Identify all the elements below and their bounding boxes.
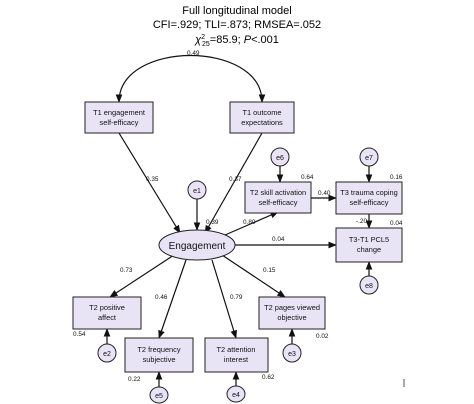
box-t2-frequency-subjective: T2 frequency subjective — [124, 337, 194, 373]
arrow-eng-frequency — [158, 259, 187, 339]
chi-sub: 25 — [202, 41, 210, 48]
chi-sup: 2 — [201, 34, 205, 41]
svg-text:T2 skill activation: T2 skill activation — [250, 188, 306, 197]
coef-skill-trauma: 0.40 — [318, 190, 331, 197]
box-t1-outcome-expectations: T1 outcome expectations — [229, 101, 295, 134]
svg-text:expectations: expectations — [241, 118, 283, 127]
coef-pages-r2: 0.02 — [316, 333, 329, 340]
arrow-t1out-eng — [204, 132, 263, 234]
arrow-eng-attention — [211, 259, 237, 339]
box-t3-trauma-coping: T3 trauma coping self-efficacy — [335, 181, 403, 215]
svg-text:subjective: subjective — [143, 355, 176, 364]
svg-text:interest: interest — [224, 355, 248, 364]
coef-eng-pcl5: 0.04 — [272, 236, 285, 243]
box-t2-pages-viewed: T2 pages viewed objective — [258, 296, 326, 330]
svg-text:self-efficacy: self-efficacy — [259, 198, 298, 207]
coef-pcl5-r2: 0.04 — [390, 220, 403, 227]
coef-eng-attention: 0.79 — [230, 294, 243, 301]
coef-cov-t1: 0.49 — [187, 50, 200, 57]
coef-frequency-r2: 0.22 — [128, 376, 141, 383]
svg-text:T2 attention: T2 attention — [216, 345, 255, 354]
coef-trauma-r2: 0.16 — [390, 174, 403, 181]
arrow-eng-skill — [224, 211, 279, 236]
p-label: P — [244, 34, 252, 46]
box-t2-attention-interest: T2 attention interest — [204, 337, 269, 373]
error-e6: e6 — [270, 147, 290, 167]
coef-eng-frequency: 0.46 — [155, 294, 168, 301]
svg-text:Engagement: Engagement — [169, 241, 226, 252]
coef-t1eff-eng: 0.35 — [146, 176, 159, 183]
svg-text:T3 trauma coping: T3 trauma coping — [340, 188, 398, 197]
title-line-1: Full longitudinal model — [182, 5, 291, 17]
svg-text:e6: e6 — [276, 155, 284, 162]
svg-text:T2 frequency: T2 frequency — [137, 345, 180, 354]
chi-symbol: χ — [194, 34, 202, 46]
p-value: <.001 — [251, 34, 279, 46]
coef-trauma-pcl5: -.20 — [356, 218, 367, 225]
svg-text:affect: affect — [98, 313, 116, 322]
svg-text:e5: e5 — [155, 393, 163, 400]
svg-text:e4: e4 — [232, 392, 240, 399]
coef-attention-r2: 0.62 — [262, 374, 275, 381]
svg-text:e8: e8 — [365, 283, 373, 290]
box-t2-positive-affect: T2 positive affect — [72, 296, 142, 330]
error-e3: e3 — [282, 343, 302, 363]
arrow-t1eff-eng — [118, 132, 181, 234]
engagement-ellipse: Engagement — [158, 229, 236, 261]
error-e1: e1 — [187, 180, 207, 200]
svg-text:e7: e7 — [365, 155, 373, 162]
arrow-eng-pages — [221, 254, 286, 298]
svg-text:e3: e3 — [288, 351, 296, 358]
svg-text:change: change — [357, 245, 381, 254]
coef-eng-skill: 0.80 — [243, 219, 256, 226]
svg-text:T1 engagement: T1 engagement — [93, 108, 145, 117]
svg-text:e2: e2 — [103, 351, 111, 358]
svg-text:T1 outcome: T1 outcome — [242, 108, 281, 117]
error-e8: e8 — [359, 275, 379, 295]
coef-e1-eng: 0.39 — [206, 219, 219, 226]
coef-eng-pages: 0.15 — [263, 267, 276, 274]
arrow-eng-positive — [109, 254, 175, 298]
error-e2: e2 — [97, 343, 117, 363]
box-t1-engagement-self-efficacy: T1 engagement self-efficacy — [84, 101, 154, 134]
coef-eng-positive: 0.73 — [120, 267, 133, 274]
svg-text:e1: e1 — [193, 188, 201, 195]
coef-t1out-eng: 0.37 — [229, 176, 242, 183]
covariance-curve — [115, 55, 266, 103]
box-t3-t1-pcl5-change: T3-T1 PCL5 change — [335, 227, 403, 263]
svg-text:self-efficacy: self-efficacy — [350, 198, 389, 207]
error-e5: e5 — [149, 386, 169, 404]
svg-text:T2 positive: T2 positive — [89, 303, 125, 312]
svg-text:self-efficacy: self-efficacy — [100, 118, 139, 127]
svg-text:objective: objective — [277, 313, 306, 322]
box-t2-skill-activation: T2 skill activation self-efficacy — [244, 181, 312, 214]
title-line-2: CFI=.929; TLI=.873; RMSEA=.052 — [153, 19, 321, 31]
svg-text:T2 pages viewed: T2 pages viewed — [264, 303, 320, 312]
error-e7: e7 — [359, 147, 379, 167]
svg-text:T3-T1 PCL5: T3-T1 PCL5 — [349, 235, 389, 244]
chi-value: =85.9; — [210, 34, 244, 46]
coef-skill-r2: 0.64 — [301, 174, 314, 181]
error-e4: e4 — [226, 385, 246, 403]
coef-positive-r2: 0.54 — [73, 331, 86, 338]
